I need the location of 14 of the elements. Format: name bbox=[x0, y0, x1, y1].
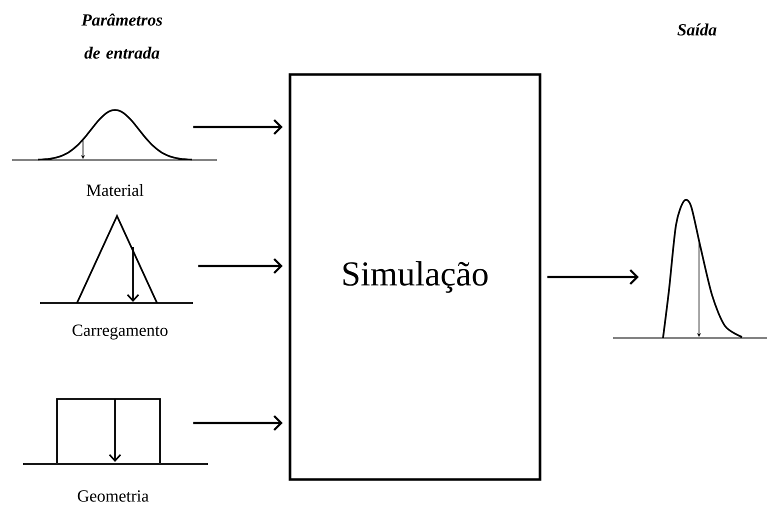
arrow bbox=[193, 415, 283, 431]
node-label: Geometria bbox=[78, 490, 149, 502]
process-box: Simulação bbox=[288, 73, 542, 481]
arrow bbox=[198, 258, 283, 274]
node-label: Material bbox=[86, 184, 144, 196]
arrow bbox=[193, 119, 283, 135]
heading: Saída bbox=[677, 24, 716, 36]
distribution-drawing bbox=[12, 109, 218, 161]
arrow bbox=[547, 269, 639, 285]
heading: Parâmetros de entrada bbox=[81, 14, 162, 59]
distribution-drawing bbox=[612, 199, 767, 338]
node-label: Carregamento bbox=[72, 324, 168, 340]
distribution-drawing bbox=[23, 398, 208, 465]
distribution-drawing bbox=[40, 214, 193, 304]
